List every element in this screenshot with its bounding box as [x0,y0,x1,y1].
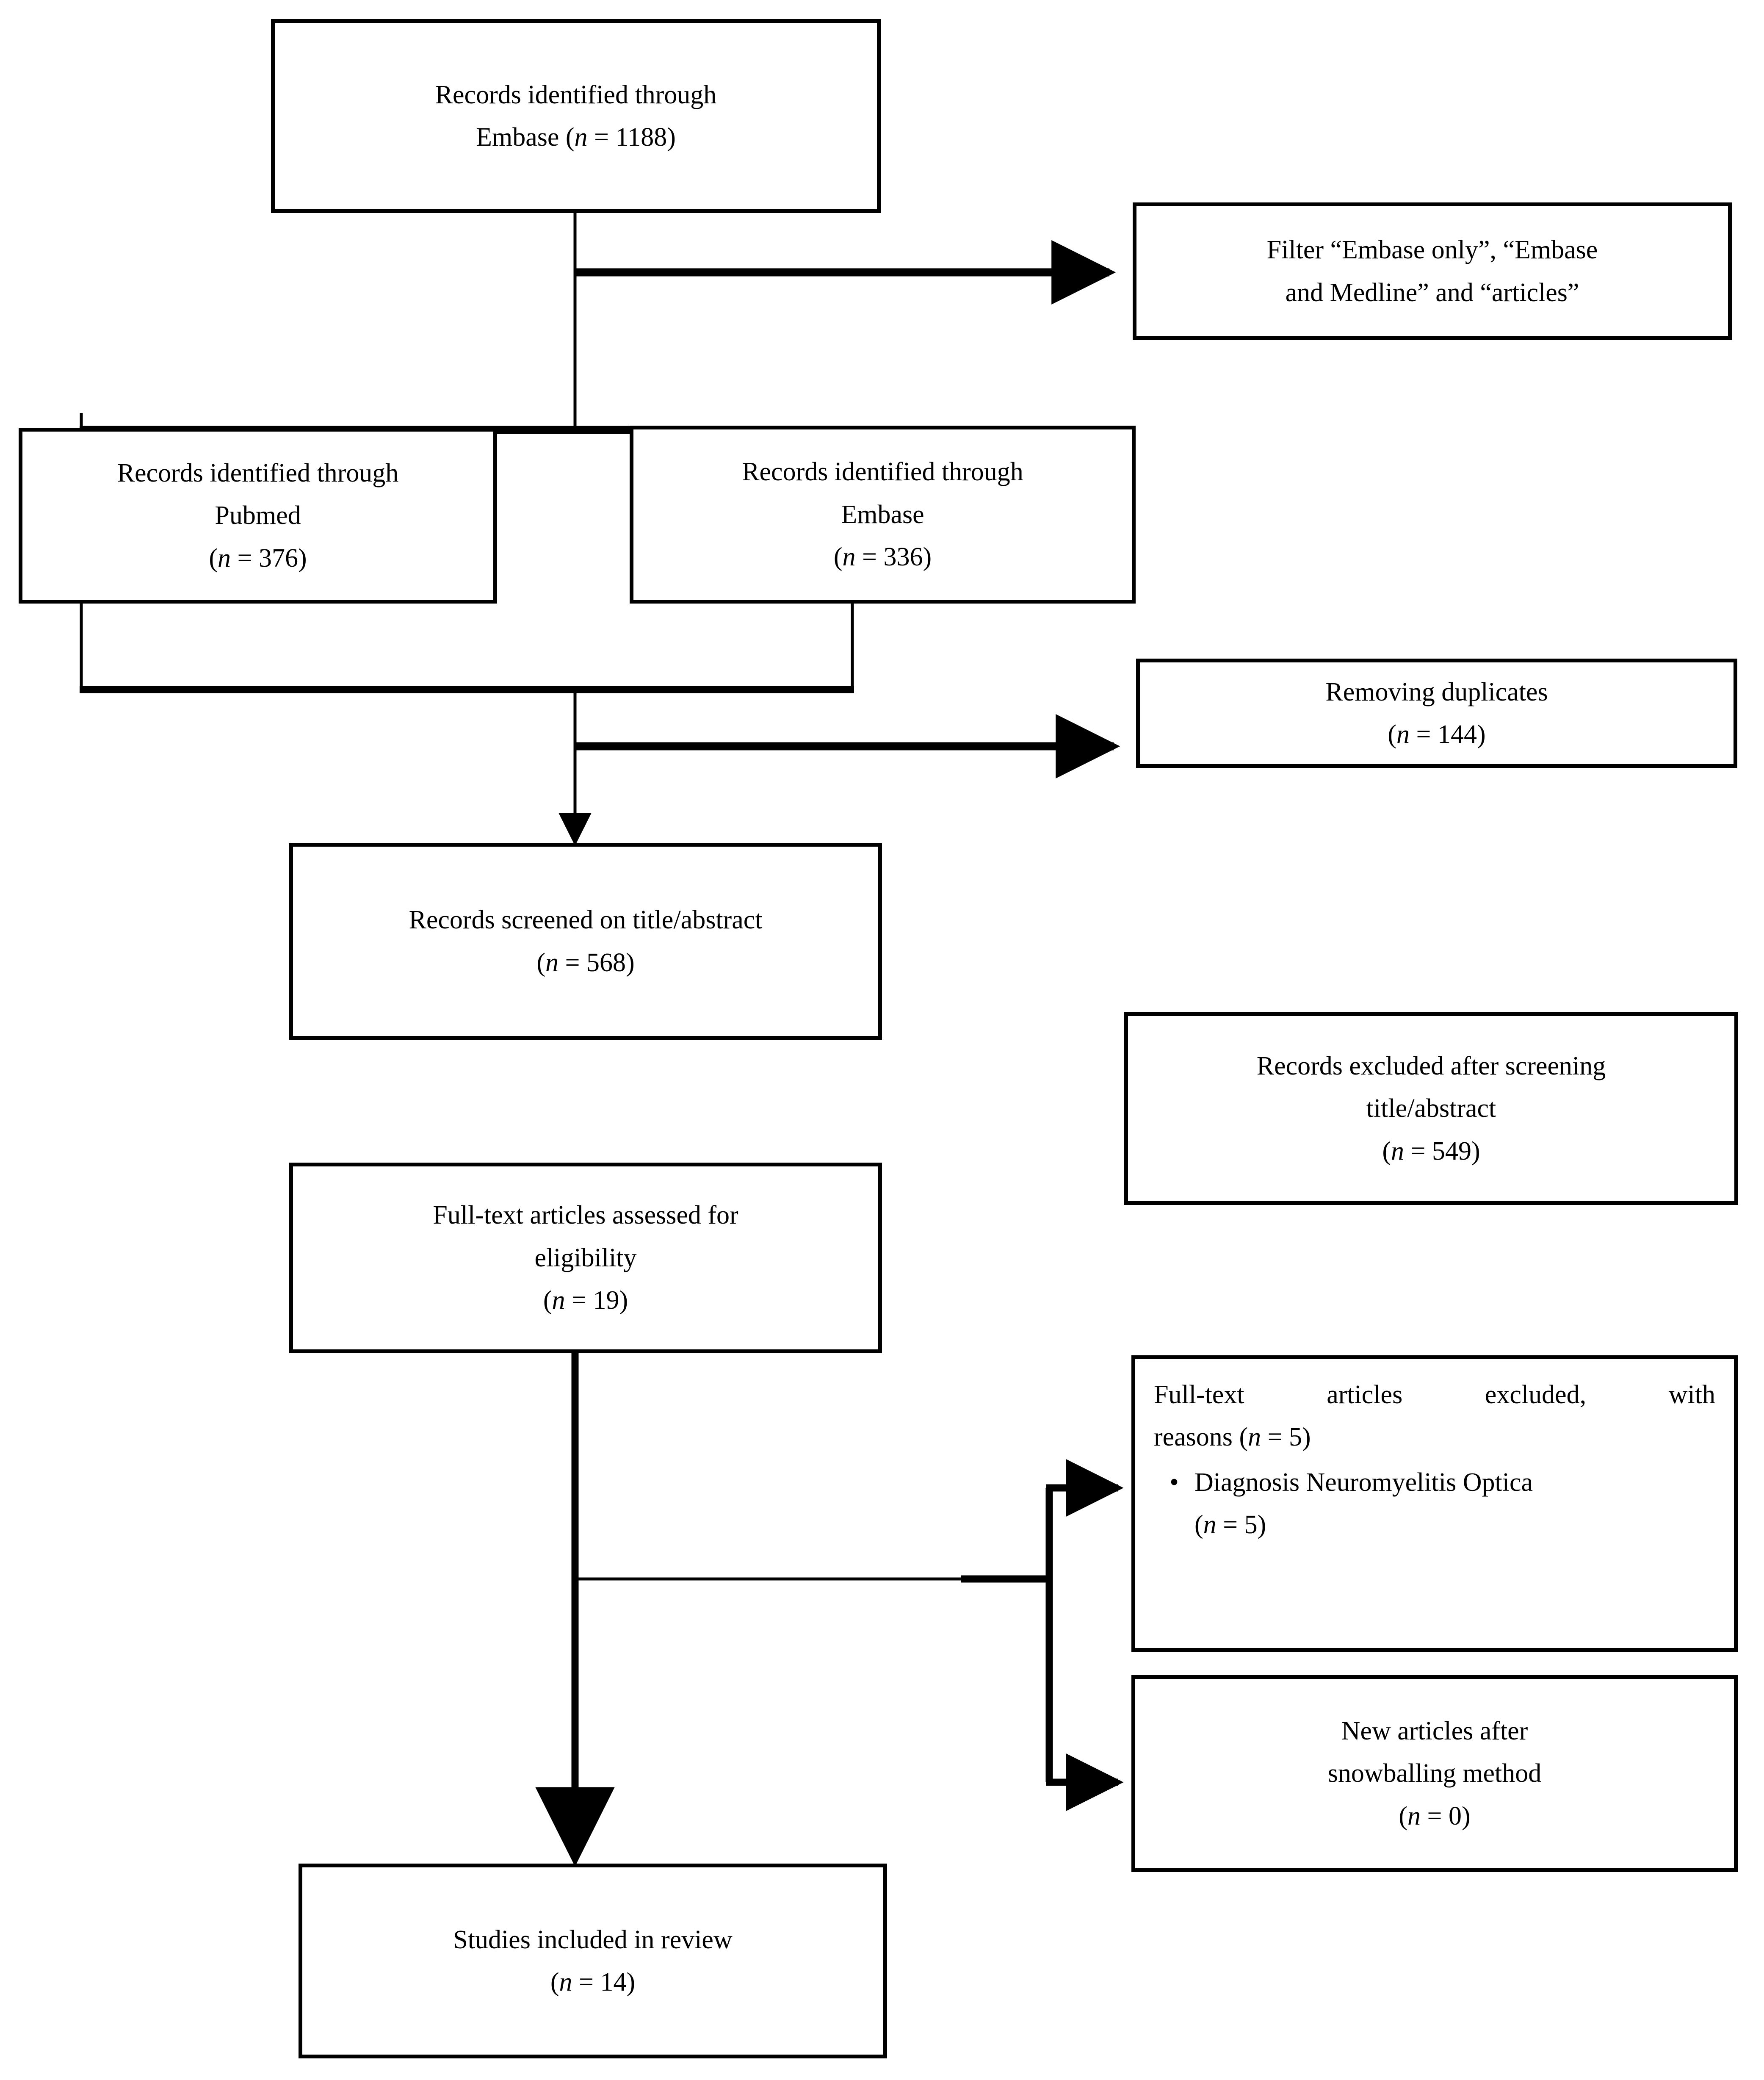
node-line: and Medline” and “articles” [1285,278,1579,307]
node-removing-duplicates: Removing duplicates (n = 144) [1136,659,1737,768]
node-line: Full-text articles excluded, with [1154,1380,1715,1409]
node-line: Records identified through [117,458,399,487]
excluded-reason-count: (n = 5) [1194,1510,1266,1540]
node-line: (n = 568) [536,948,635,977]
excluded-reason-text: Diagnosis Neuromyelitis Optica [1194,1468,1533,1497]
node-fulltext-excluded: Full-text articles excluded, with reason… [1131,1355,1738,1652]
node-line: title/abstract [1366,1094,1496,1123]
node-line: Embase (n = 1188) [476,123,676,152]
node-records-screened: Records screened on title/abstract (n = … [289,843,882,1040]
node-line: reasons (n = 5) [1154,1423,1311,1452]
node-line: Records screened on title/abstract [409,906,763,935]
node-records-identified-embase-initial: Records identified through Embase (n = 1… [271,19,881,213]
node-line: Studies included in review [453,1925,733,1954]
node-line: Removing duplicates [1325,677,1548,706]
node-line: Records identified through [742,457,1023,487]
node-records-identified-embase: Records identified through Embase (n = 3… [630,426,1136,604]
node-studies-included: Studies included in review (n = 14) [299,1864,887,2058]
node-line: (n = 336) [833,543,932,572]
node-line: (n = 549) [1382,1136,1480,1166]
bullet-point-icon: • [1170,1468,1179,1497]
node-line: Pubmed [215,501,301,530]
node-line: eligibility [534,1243,637,1272]
node-line: Records excluded after screening [1256,1051,1606,1080]
node-line: (n = 376) [209,543,307,573]
node-line: Filter “Embase only”, “Embase [1266,235,1598,265]
node-line: Full-text articles assessed for [433,1201,738,1230]
node-filter: Filter “Embase only”, “Embase and Medlin… [1133,202,1732,340]
node-line: (n = 19) [543,1286,628,1315]
connector-merge-databases [80,604,854,846]
node-line: New articles after [1341,1716,1528,1745]
node-line: snowballing method [1327,1759,1542,1788]
node-new-articles-snowballing: New articles after snowballing method (n… [1131,1675,1738,1872]
node-records-excluded-screening: Records excluded after screening title/a… [1124,1012,1738,1205]
node-fulltext-assessed: Full-text articles assessed for eligibil… [289,1163,882,1353]
node-line: (n = 14) [550,1968,636,1997]
node-line: Records identified through [435,80,717,109]
node-line: Embase [841,500,924,529]
node-line: (n = 0) [1399,1801,1471,1831]
excluded-reason-item: • Diagnosis Neuromyelitis Optica [1154,1461,1715,1504]
node-line: (n = 144) [1388,720,1486,749]
connector-fulltext-exclusions [575,1459,1124,1811]
node-records-identified-pubmed: Records identified through Pubmed (n = 3… [19,428,497,604]
